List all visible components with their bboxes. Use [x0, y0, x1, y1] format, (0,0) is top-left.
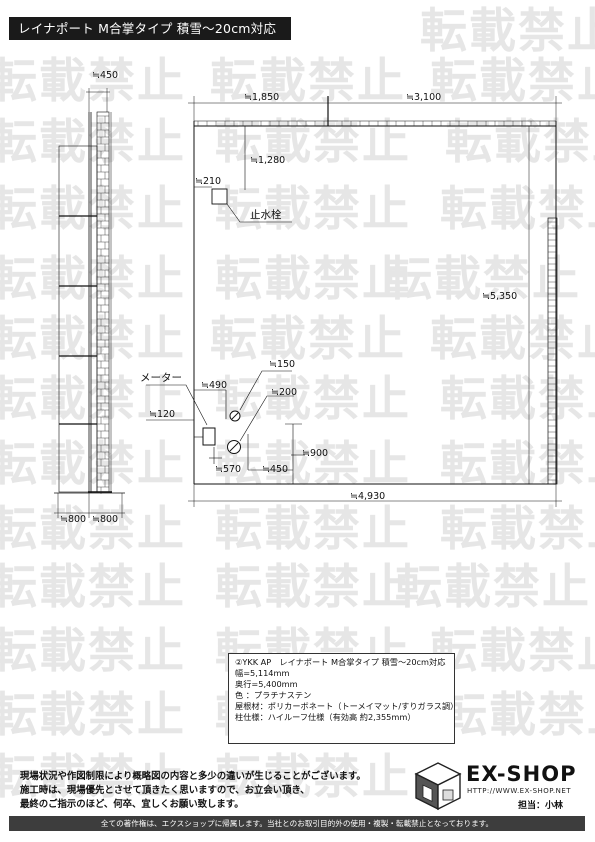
watermark-text: 転載禁止 — [385, 252, 581, 307]
watermark-text: 転載禁止 — [0, 688, 186, 743]
label-meter: メーター — [140, 372, 182, 384]
brand-block: EX-SHOP HTTP://WWW.EX-SHOP.NET 担当：小林 — [412, 760, 582, 812]
dim-right-height: ≒5,350 — [482, 291, 517, 302]
watermark-text: 転載禁止 — [0, 372, 186, 427]
watermark-text: 転載禁止 — [210, 312, 406, 367]
watermark-text: 転載禁止 — [215, 502, 411, 557]
watermark-text: 転載禁止 — [215, 372, 411, 427]
watermark-text: 転載禁止 — [430, 624, 595, 679]
brand-name: EX-SHOP — [466, 762, 577, 786]
watermark-text: 転載禁止 — [210, 54, 406, 109]
dim-top-left: ≒1,850 — [244, 92, 279, 103]
watermark-text: 転載禁止 — [215, 115, 411, 170]
side-elevation — [54, 111, 125, 494]
watermark-text: 転載禁止 — [0, 54, 186, 109]
dim-drain-a: ≒150 — [269, 359, 295, 370]
spec-line: 色 ：プラチナステン — [235, 690, 312, 701]
notice-line: 施工時は、現場優先とさせて頂きたく思いますので、お立会い頂き、 — [20, 785, 310, 796]
dim-top-right: ≒3,100 — [406, 92, 441, 103]
spec-line: 柱仕様：ハイルーフ仕様（有効高 約2,355mm） — [235, 712, 416, 723]
dim-bottom-width: ≒4,930 — [350, 491, 385, 502]
dim-side-bottom-a: ≒800 — [60, 514, 86, 525]
watermark-text: 転載禁止 — [440, 688, 595, 743]
watermark-text: 転載禁止 — [0, 437, 186, 492]
watermark-text: 転載禁止 — [215, 437, 411, 492]
dim-drain-gap: ≒450 — [262, 464, 288, 475]
watermark-text: 転載禁止 — [215, 182, 411, 237]
watermark-text: 転載禁止 — [0, 560, 186, 615]
brand-url: HTTP://WWW.EX-SHOP.NET — [467, 787, 572, 795]
watermark-text: 転載禁止 — [445, 115, 595, 170]
dim-meter-height: ≒120 — [149, 409, 175, 420]
page-title: レイナポート M合掌タイプ 積雪～20cm対応 — [9, 17, 291, 40]
dim-drain-b: ≒200 — [271, 387, 297, 398]
notice-text: 現場状況や作図制限により概略図の内容と多少の違いが生じることがございます。 施工… — [20, 770, 410, 812]
watermark-text: 転載禁止 — [430, 54, 595, 109]
watermark-text: 転載禁止 — [440, 502, 595, 557]
notice-line: 現場状況や作図制限により概略図の内容と多少の違いが生じることがございます。 — [20, 771, 366, 782]
watermark-text: 転載禁止 — [215, 750, 411, 805]
watermark-text: 転載禁止 — [440, 437, 595, 492]
watermark-text: 転載禁止 — [0, 182, 186, 237]
dim-drain-x: ≒570 — [215, 464, 241, 475]
watermark-text: 転載禁止 — [395, 560, 591, 615]
watermark-text: 転載禁止 — [0, 750, 186, 805]
watermark-text: 転載禁止 — [0, 624, 186, 679]
spec-box: ②YKK AP レイナポート M合掌タイプ 積雪～20cm対応 幅=5,114m… — [228, 653, 459, 744]
spec-line: 幅=5,114mm — [235, 668, 290, 679]
dim-side-depth: ≒450 — [92, 70, 118, 81]
copyright-footer: 全ての著作権は、エクスショップに帰属します。当社とのお取引目的外の使用・複製・転… — [9, 816, 585, 831]
watermark-text: 転載禁止 — [0, 502, 186, 557]
label-faucet: 止水栓 — [250, 208, 282, 221]
dim-drain-height: ≒900 — [302, 448, 328, 459]
spec-line: 奥行=5,400mm — [235, 679, 298, 690]
notice-line: 最終のご指示のほど、何卒、宜しくお願い致します。 — [20, 799, 244, 810]
watermark-text: 転載禁止 — [215, 560, 411, 615]
watermark-text: 転載禁止 — [0, 115, 186, 170]
watermark-text: 転載禁止 — [420, 4, 595, 59]
watermark-text: 転載禁止 — [0, 252, 186, 307]
spec-line: ②YKK AP レイナポート M合掌タイプ 積雪～20cm対応 — [235, 657, 446, 667]
watermark-text: 転載禁止 — [215, 252, 411, 307]
watermark-text: 転載禁止 — [440, 372, 595, 427]
watermark-text: 転載禁止 — [0, 312, 186, 367]
exshop-logo-icon — [414, 762, 462, 811]
dim-side-bottom-b: ≒800 — [92, 514, 118, 525]
staff-name: 担当：小林 — [518, 801, 564, 811]
dim-faucet-x: ≒210 — [195, 176, 221, 187]
dim-faucet-y: ≒1,280 — [250, 155, 285, 166]
watermark-text: 転載禁止 — [430, 312, 595, 367]
spec-line: 屋根材：ポリカーボネート（トーメイマット/すりガラス調） — [235, 701, 459, 712]
dim-meter-offset: ≒490 — [201, 380, 227, 391]
watermark-text: 転載禁止 — [440, 182, 595, 237]
plan-outline — [193, 96, 557, 485]
